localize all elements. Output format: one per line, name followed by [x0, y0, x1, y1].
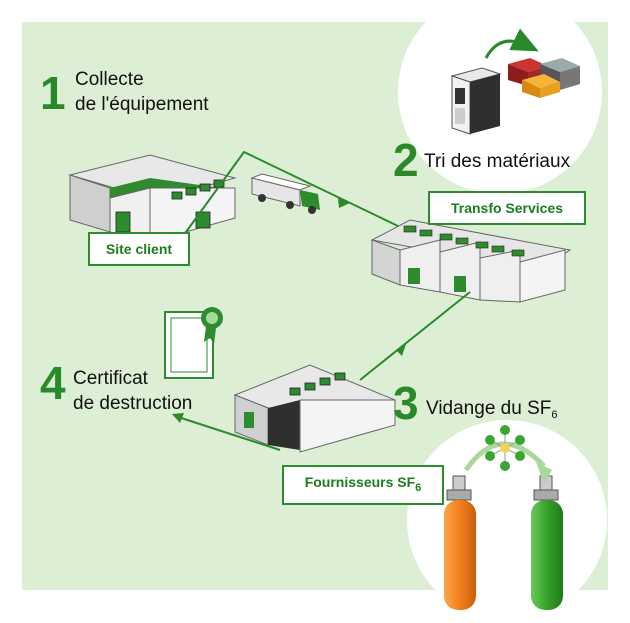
machine-icon: [450, 67, 502, 135]
truck-icon: [250, 173, 320, 214]
site-client-box: Site client: [88, 232, 190, 266]
fournisseurs-subscript: 6: [415, 482, 422, 494]
materials-blocks-icon: [508, 58, 580, 98]
step-3-number: 3: [393, 377, 419, 429]
step-4-line1: Certificat: [73, 368, 148, 389]
fournisseurs-building: [233, 364, 397, 453]
green-cylinder: [531, 475, 563, 610]
step-1-number: 1: [40, 67, 66, 119]
orange-cylinder: [444, 475, 476, 610]
step-2-label: Tri des matériaux: [424, 151, 571, 172]
sort-arrow: [484, 28, 539, 59]
step-1-line1: Collecte: [75, 69, 144, 90]
flow-arrow-2-3: [359, 291, 471, 381]
flow-arrow-1-2: [185, 150, 399, 233]
certificate-icon: [164, 307, 223, 379]
fournisseurs-box: Fournisseurs SF6: [282, 465, 444, 505]
step-4-number: 4: [40, 357, 66, 409]
step-1-line2: de l'équipement: [75, 94, 209, 115]
fournisseurs-label: Fournisseurs SF: [304, 474, 416, 490]
step-4-label: Certificat de destruction: [73, 366, 192, 416]
flow-arrow-3-4: [174, 415, 281, 451]
step-1-label: Collecte de l'équipement: [75, 67, 209, 117]
step-3-subscript: 6: [551, 409, 558, 421]
step-3-label: Vidange du SF6: [426, 396, 557, 428]
step-3-line1: Vidange du SF: [426, 398, 552, 419]
transfo-services-building: [370, 219, 572, 303]
site-client-building: [68, 154, 237, 243]
step-4-line2: de destruction: [73, 393, 193, 414]
sf6-molecule-icon: [485, 425, 525, 471]
transfo-services-box: Transfo Services: [428, 191, 586, 225]
step-2-number: 2: [393, 134, 419, 186]
